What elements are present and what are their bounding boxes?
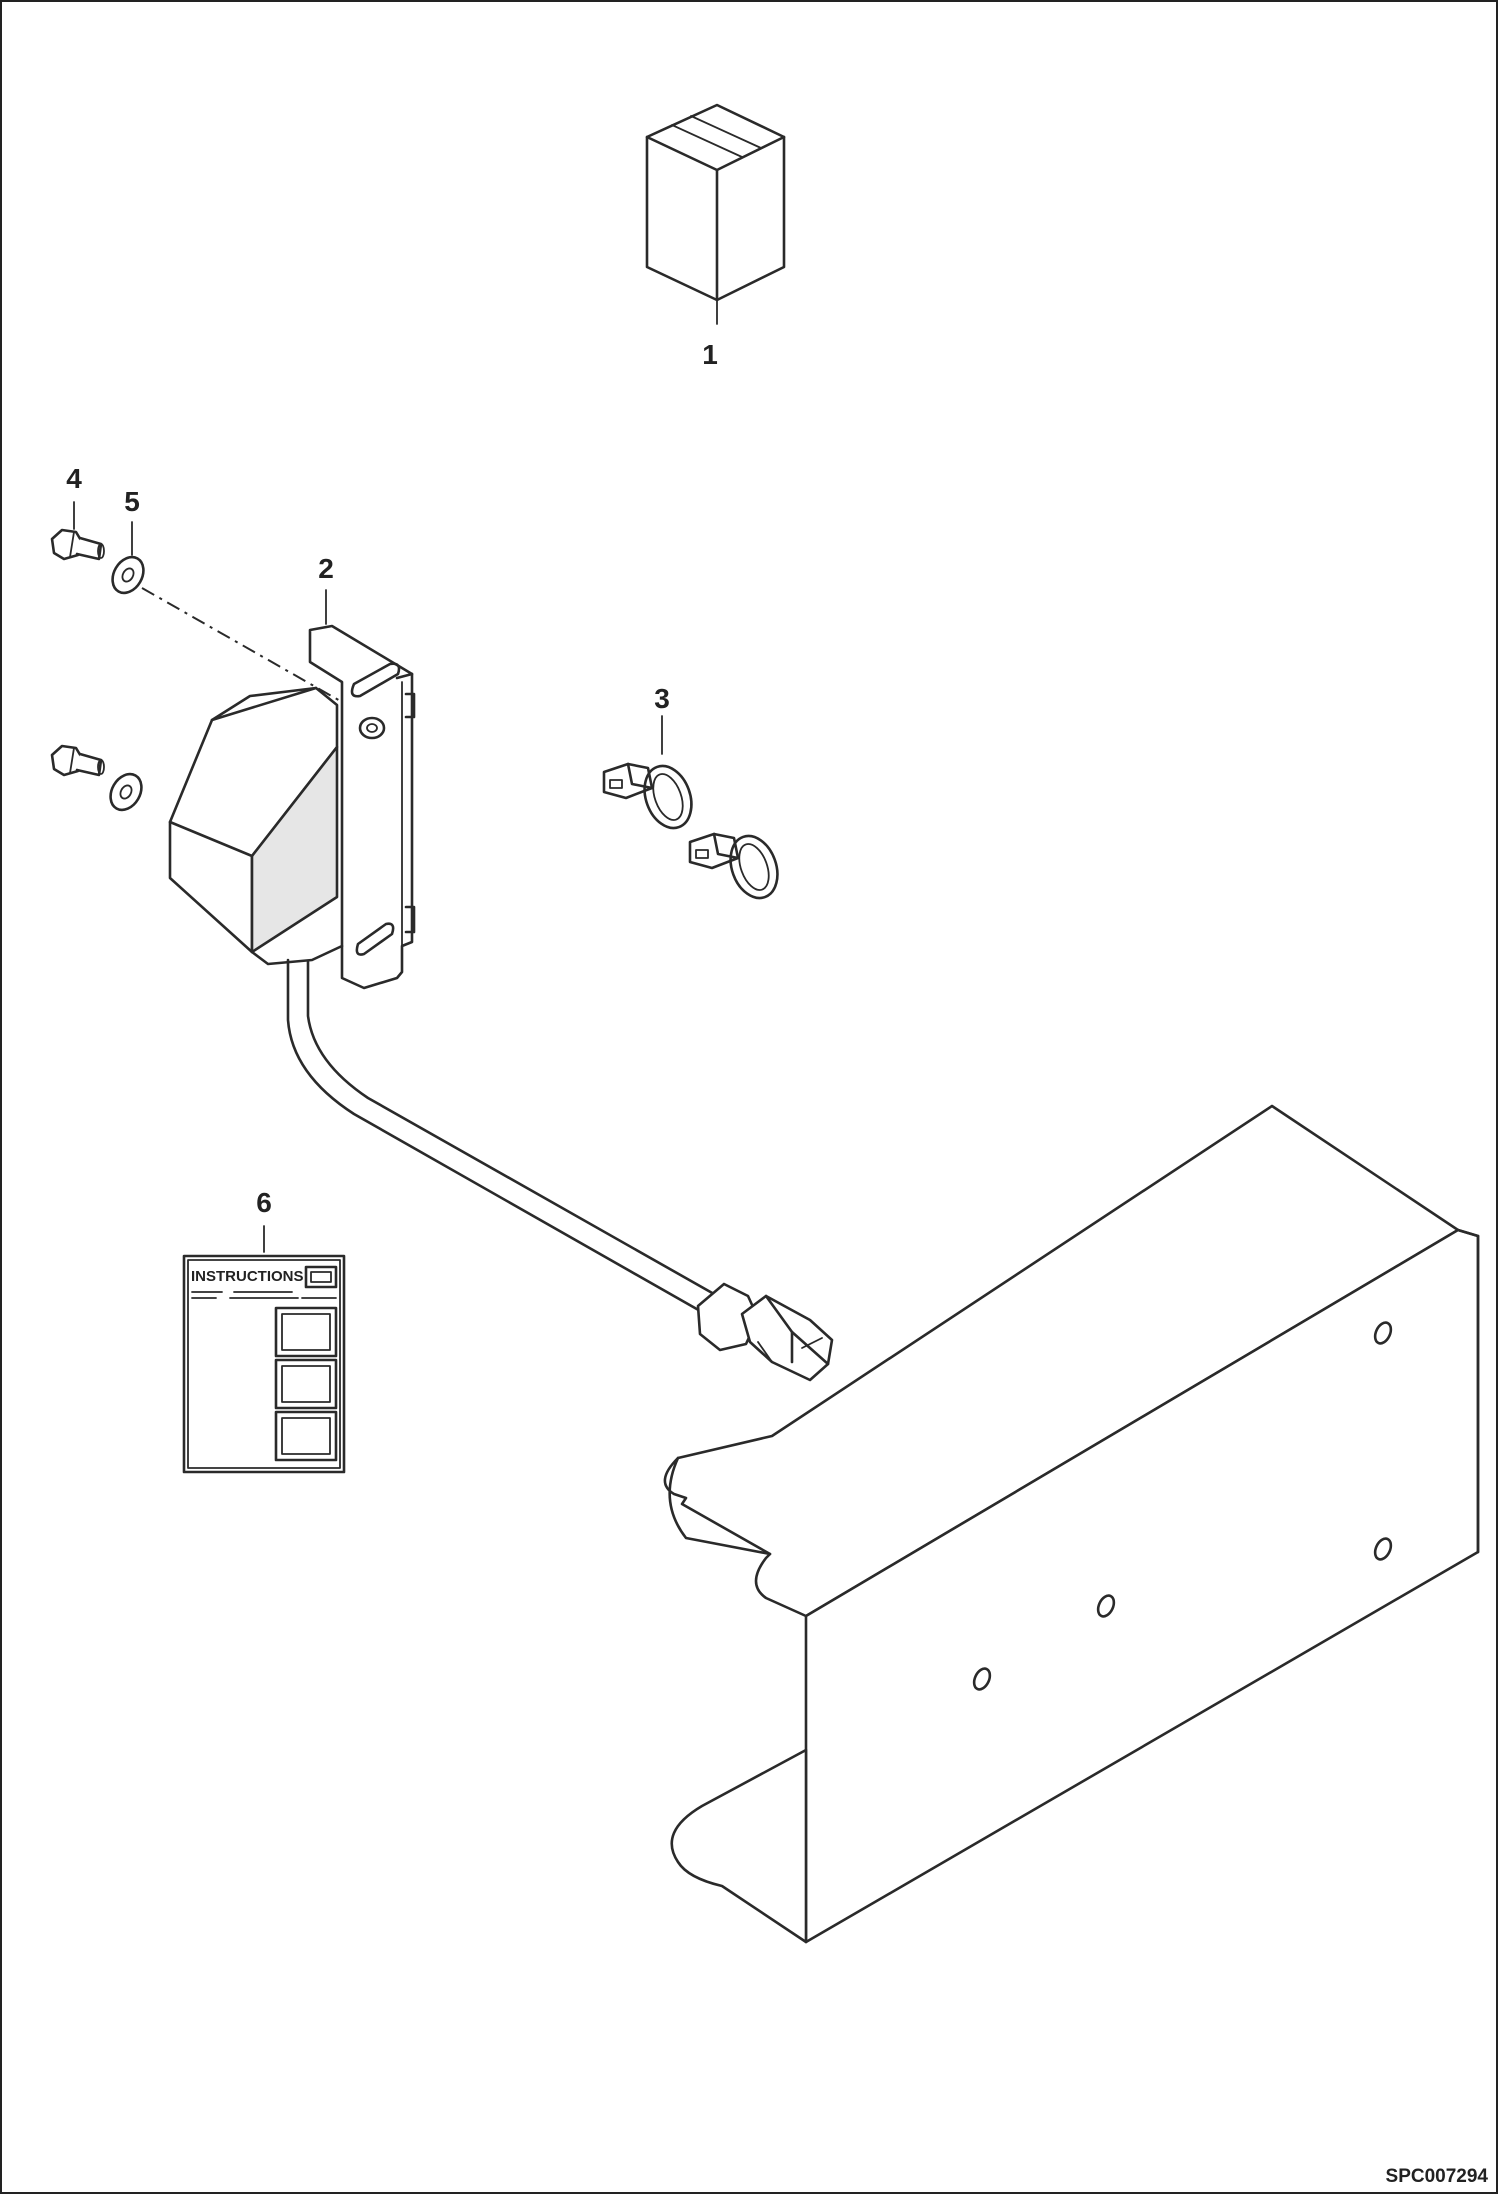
item-4-bolt-upper bbox=[50, 528, 105, 561]
channel-bracket bbox=[663, 1104, 1480, 1944]
item-3-cable-tie-1 bbox=[602, 762, 693, 830]
assembly-line bbox=[141, 587, 343, 703]
callout-3: 3 bbox=[654, 683, 670, 714]
item-6-instructions-decal: INSTRUCTIONS bbox=[182, 1254, 346, 1474]
item-2-sensor-module bbox=[168, 589, 416, 990]
bracket-hole bbox=[1373, 1321, 1393, 1345]
cable-harness bbox=[286, 958, 716, 1314]
callout-2: 2 bbox=[318, 553, 334, 584]
callout-4: 4 bbox=[66, 463, 82, 494]
bracket-hole bbox=[1373, 1537, 1393, 1561]
bracket-hole bbox=[1096, 1594, 1116, 1618]
bracket-hole bbox=[972, 1667, 992, 1691]
callout-1: 1 bbox=[702, 339, 718, 370]
item-3-cable-tie-2 bbox=[688, 832, 779, 900]
decal-title: INSTRUCTIONS bbox=[191, 1268, 304, 1285]
callout-6: 6 bbox=[256, 1187, 272, 1218]
callout-5: 5 bbox=[124, 486, 140, 517]
reference-code: SPC007294 bbox=[1386, 2166, 1489, 2187]
cable-connector bbox=[696, 1282, 834, 1382]
item-4-bolt-lower bbox=[50, 744, 105, 777]
item-1-box bbox=[645, 103, 786, 325]
item-5-washer-lower bbox=[109, 772, 143, 812]
item-5-washer-upper bbox=[111, 555, 145, 595]
